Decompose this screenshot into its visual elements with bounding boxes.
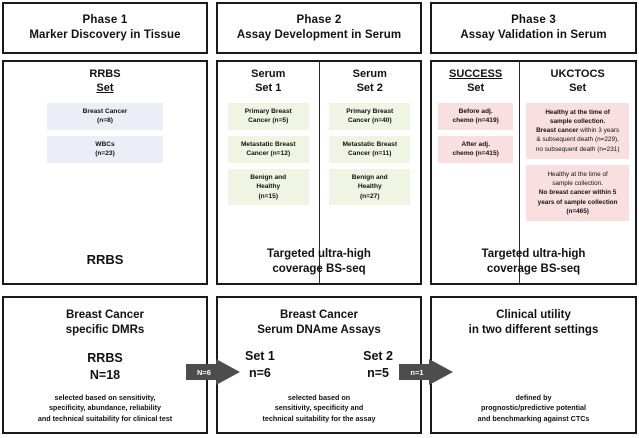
phase-2-method-label: Targeted ultra-high coverage BS-seq [267, 247, 371, 275]
rrbs-set-title: RRBS Set [89, 68, 121, 94]
phase-3-sample-panel: SUCCESS Set Before adj. chemo (n=419) Af… [430, 60, 637, 285]
sample-box-ukctocs-breast-cancer: Healthy at the time of sample collection… [526, 102, 629, 159]
phase-1-method-label: RRBS [86, 252, 124, 268]
serum-set-1-column: Serum Set 1 Primary Breast Cancer (n=5) … [218, 62, 319, 283]
rrbs-set-column: RRBS Set Breast Cancer (n=8) WBCs (n=23)… [4, 62, 206, 283]
sample-box-primary-breast-cancer-set1: Primary Breast Cancer (n=5) [227, 102, 309, 130]
sample-box-metastatic-breast-cancer-set2: Metastatic Breast Cancer (n=11) [329, 135, 411, 163]
arrow-1-head [216, 359, 240, 385]
phase-2-outcome-panel: Breast Cancer Serum DNAme Assays Set 1 n… [216, 296, 422, 434]
arrow-2-head [429, 359, 453, 385]
phase-1-title-line2: Marker Discovery in Tissue [29, 29, 181, 41]
arrow-phase1-to-phase2: N=6 [186, 359, 240, 385]
success-set-title: SUCCESS Set [449, 68, 503, 94]
ukctocs-set-title: UKCTOCS Set [550, 68, 605, 94]
phase-1-sample-panel: RRBS Set Breast Cancer (n=8) WBCs (n=23)… [2, 60, 208, 285]
phase-2-sample-panel: Serum Set 1 Primary Breast Cancer (n=5) … [216, 60, 422, 285]
arrow-2-tail [399, 364, 433, 380]
outcome-2-set2: Set 2 n=5 [363, 349, 393, 380]
serum-set-1-title: Serum Set 1 [251, 68, 286, 94]
phase-2-title-line2: Assay Development in Serum [236, 29, 402, 41]
outcome-1-note: selected based on sensitivity, specifici… [37, 392, 173, 424]
phase-3-title-line1: Phase 3 [511, 14, 556, 27]
phase-3-method-label: Targeted ultra-high coverage BS-seq [481, 247, 586, 275]
arrow-phase2-to-phase3: n=1 [399, 359, 453, 385]
outcome-2-counts: Set 1 n=6 Set 2 n=5 [223, 348, 415, 381]
sample-box-benign-healthy-set1: Benign and Healthy (n=15) [227, 168, 309, 206]
sample-box-after-adj-chemo: After adj. chemo (n=415) [438, 135, 513, 163]
phase-2-title-line1: Phase 2 [296, 14, 342, 27]
phase-3-title-line2: Assay Validation in Serum [460, 29, 607, 41]
serum-set-2-column: Serum Set 2 Primary Breast Cancer (n=40)… [318, 62, 421, 283]
phase-1-header-panel: Phase 1 Marker Discovery in Tissue [2, 2, 208, 54]
serum-set-2-title: Serum Set 2 [352, 68, 387, 94]
sample-box-breast-cancer: Breast Cancer (n=8) [46, 102, 164, 130]
success-set-column: SUCCESS Set Before adj. chemo (n=419) Af… [432, 62, 519, 283]
outcome-1-title: Breast Cancer specific DMRs [65, 309, 145, 337]
sample-box-ukctocs-no-breast-cancer: Healthy at the time of sample collection… [526, 164, 629, 222]
outcome-2-set1: Set 1 n=6 [245, 349, 275, 380]
outcome-3-note: defined by prognostic/predictive potenti… [477, 392, 590, 424]
arrow-2-label: n=1 [410, 367, 424, 377]
ukctocs-box-1-line3: Breast cancer within 3 years [536, 127, 620, 135]
phase-2-header-panel: Phase 2 Assay Development in Serum [216, 2, 422, 54]
phase-1-title-line1: Phase 1 [82, 14, 128, 27]
arrow-1-tail [186, 364, 220, 380]
sample-box-before-adj-chemo: Before adj. chemo (n=419) [438, 102, 513, 130]
outcome-2-note: selected based on sensitivity, specifici… [262, 392, 376, 424]
sample-box-wbcs: WBCs (n=23) [46, 135, 164, 163]
ukctocs-set-column: UKCTOCS Set Healthy at the time of sampl… [519, 62, 635, 283]
outcome-2-title: Breast Cancer Serum DNAme Assays [257, 309, 381, 337]
sample-box-benign-healthy-set2: Benign and Healthy (n=27) [329, 168, 411, 206]
phase-3-outcome-panel: Clinical utility in two different settin… [430, 296, 637, 434]
phase-1-outcome-panel: Breast Cancer specific DMRs RRBS N=18 se… [2, 296, 208, 434]
sample-box-metastatic-breast-cancer-set1: Metastatic Breast Cancer (n=12) [227, 135, 309, 163]
ukctocs-box-2-line3: No breast cancer within 5 [538, 189, 617, 197]
outcome-3-title: Clinical utility in two different settin… [468, 309, 599, 337]
arrow-1-label: N=6 [197, 367, 211, 377]
sample-box-primary-breast-cancer-set2: Primary Breast Cancer (n=40) [329, 102, 411, 130]
outcome-1-counts: RRBS N=18 [87, 351, 123, 382]
phase-3-header-panel: Phase 3 Assay Validation in Serum [430, 2, 637, 54]
